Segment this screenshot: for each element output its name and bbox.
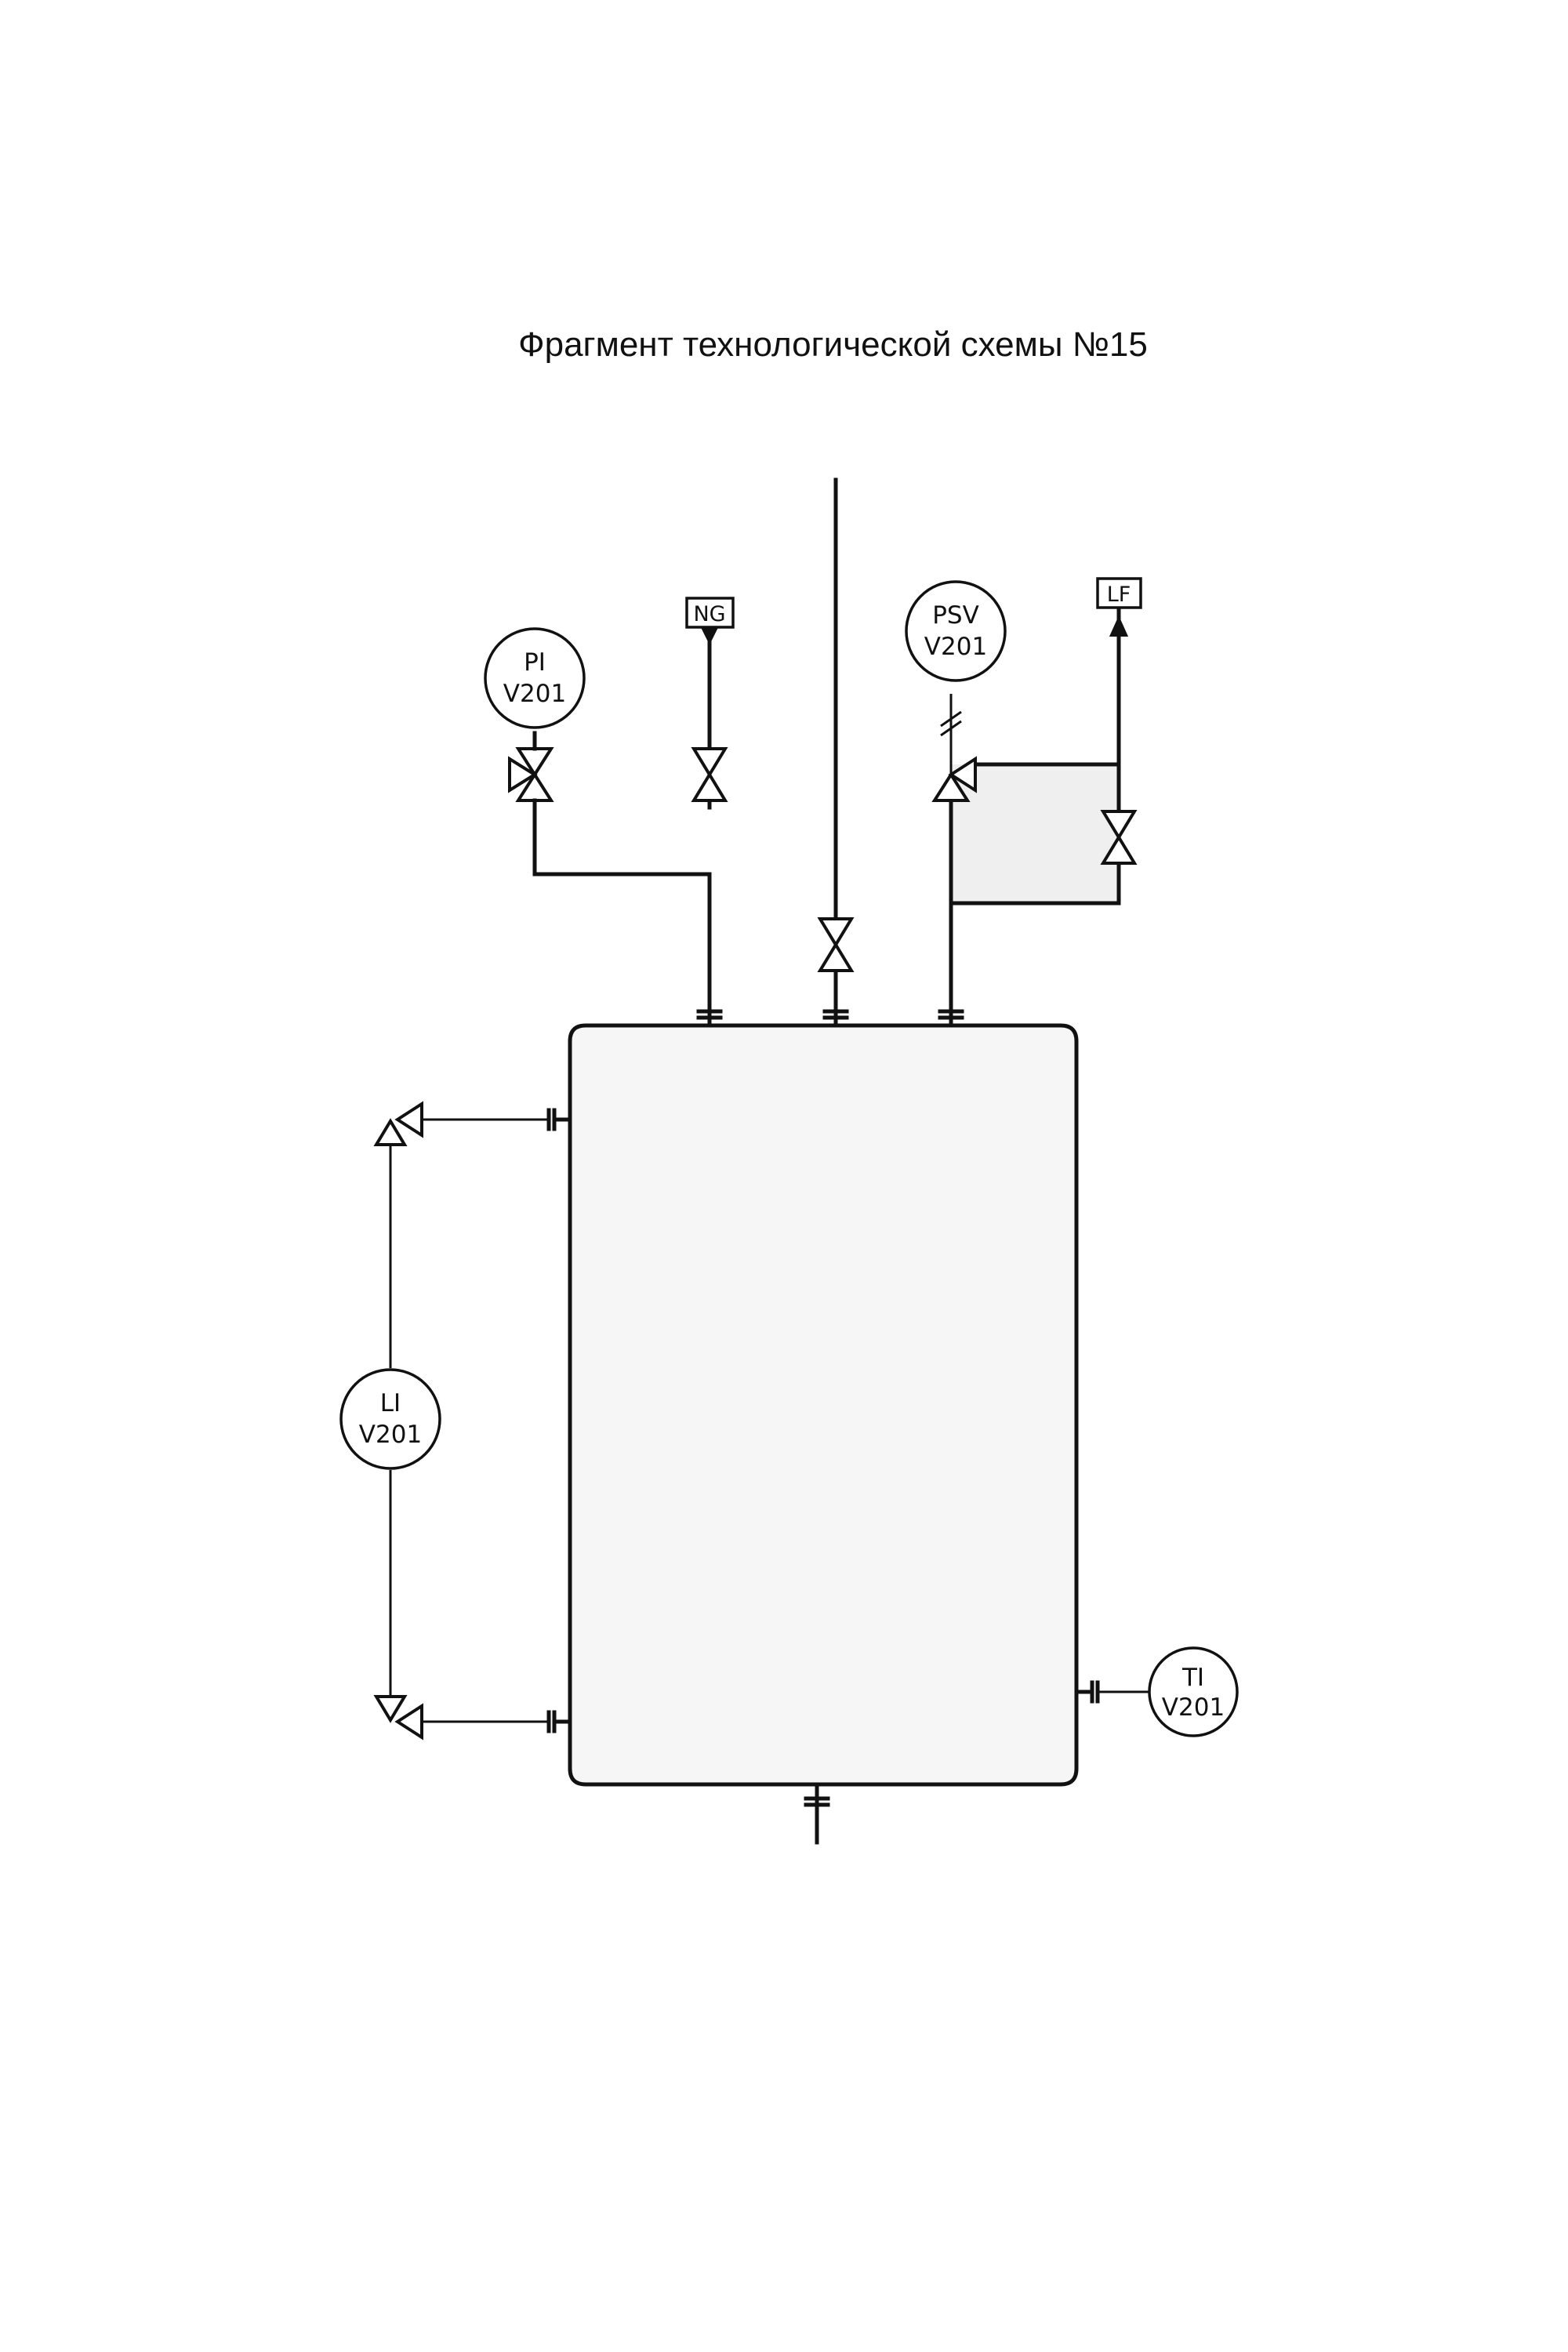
nozzle-right-ti <box>1074 1680 1150 1704</box>
instrument-pi-v201[interactable]: PI V201 <box>484 627 586 729</box>
instrument-li-v201[interactable]: LI V201 <box>339 1368 441 1470</box>
pi-tag: PI <box>524 648 546 677</box>
instrument-ti-v201[interactable]: TI V201 <box>1148 1646 1239 1737</box>
li-loop: V201 <box>359 1421 422 1449</box>
ti-loop: V201 <box>1162 1693 1225 1722</box>
lf-label: LF <box>1107 583 1131 607</box>
ti-tag: TI <box>1181 1664 1204 1692</box>
psv-loop: V201 <box>924 633 987 661</box>
gate-valve-center[interactable] <box>817 917 855 972</box>
safety-valve-psv[interactable] <box>931 694 977 802</box>
gate-valve-ng[interactable] <box>691 747 728 802</box>
li-tag: LI <box>380 1389 401 1417</box>
flow-arrow-ng <box>699 626 720 645</box>
vessel-v201[interactable] <box>568 1023 1079 1787</box>
pi-loop: V201 <box>503 680 566 708</box>
level-valve-lower[interactable] <box>373 1695 423 1740</box>
bypass-area <box>951 764 1119 903</box>
psv-tag: PSV <box>932 601 979 630</box>
page-title: Фрагмент технологической схемы №15 <box>518 325 1148 364</box>
offpage-lf[interactable]: LF <box>1096 577 1142 609</box>
nozzle-left-upper <box>546 1108 572 1131</box>
three-way-valve-pi[interactable] <box>508 731 554 810</box>
ng-label: NG <box>693 602 725 626</box>
nozzle-bottom-drain[interactable] <box>804 1782 830 1845</box>
flow-arrow-lf <box>1109 605 1129 637</box>
level-connection-lines[interactable] <box>389 1118 549 1723</box>
pipe-ng-line[interactable] <box>532 625 712 1014</box>
offpage-ng[interactable]: NG <box>685 597 735 629</box>
level-valve-upper[interactable] <box>373 1101 423 1146</box>
nozzle-top-left <box>696 1009 723 1028</box>
gate-valve-lf[interactable] <box>1100 810 1138 865</box>
nozzle-left-lower <box>546 1710 572 1733</box>
instrument-psv-v201[interactable]: PSV V201 <box>905 580 1007 682</box>
nozzle-top-right <box>938 1009 964 1028</box>
nozzle-top-center <box>822 1009 849 1028</box>
